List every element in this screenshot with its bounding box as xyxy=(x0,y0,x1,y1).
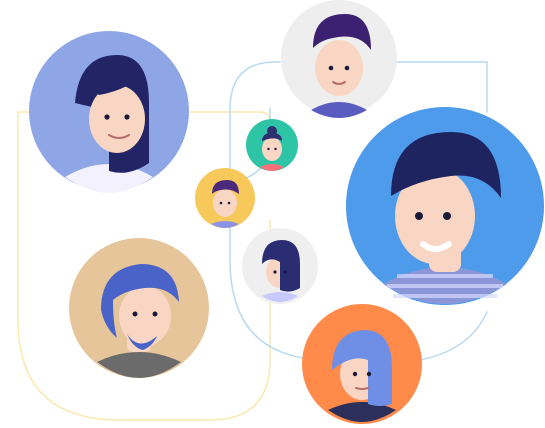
avatar-hair xyxy=(391,132,501,198)
avatar-hair xyxy=(101,264,179,338)
avatar-shirt xyxy=(311,102,367,118)
avatar-mouth xyxy=(355,387,369,390)
avatar-eye-left xyxy=(132,311,138,317)
avatar-smile xyxy=(108,134,130,139)
avatar-man-blue-hair xyxy=(69,238,209,378)
avatar-hair xyxy=(212,180,239,194)
avatar-eye-left xyxy=(352,371,358,377)
avatar-bangs xyxy=(87,74,135,95)
avatar-hair xyxy=(313,14,371,50)
avatar-small-girl xyxy=(242,228,318,304)
avatar-man-purple-hair xyxy=(281,0,397,118)
avatar-face xyxy=(395,168,475,264)
avatar-shirt xyxy=(262,292,298,302)
avatar-eye-left xyxy=(273,270,277,274)
avatar-small-yellow xyxy=(195,168,255,228)
avatar-face xyxy=(262,137,282,161)
avatar-eye-right xyxy=(124,114,130,120)
avatar-eye-right xyxy=(366,371,372,377)
avatar-beard xyxy=(127,334,157,350)
avatar-woman-orange-bg xyxy=(302,304,422,424)
avatar-hair xyxy=(262,133,282,141)
avatar-eye-right xyxy=(274,147,277,151)
avatar-woman-dark-hair xyxy=(29,31,189,193)
avatar-eye-left xyxy=(267,147,270,151)
avatar-shirt xyxy=(260,164,284,171)
avatar-eye-left xyxy=(415,212,423,220)
avatar-eye-right xyxy=(344,65,350,71)
avatar-face xyxy=(315,40,363,96)
avatar-face xyxy=(213,189,237,217)
avatar-shirt xyxy=(211,221,239,228)
avatar-eye-right xyxy=(443,212,451,220)
avatar-smile xyxy=(420,241,452,252)
avatar-eye-right xyxy=(227,201,231,205)
connector-blue-main xyxy=(229,61,488,361)
connector-yellow-left xyxy=(17,111,271,421)
avatar-eye-right xyxy=(283,270,287,274)
avatar-shirt xyxy=(97,352,181,378)
avatar-shirt-stripes xyxy=(387,274,503,298)
avatar-shirt xyxy=(328,402,396,422)
avatar-eye-left xyxy=(104,114,110,120)
avatar-hair xyxy=(332,330,392,406)
avatar-small-bun xyxy=(246,119,298,171)
avatar-face xyxy=(119,286,171,346)
avatar-hair xyxy=(262,240,300,292)
avatar-man-large-blue xyxy=(346,107,544,305)
avatar-eye-right xyxy=(152,311,158,317)
avatar-smile xyxy=(332,81,346,85)
avatar-eye-left xyxy=(328,65,334,71)
avatar-eye-left xyxy=(219,201,223,205)
avatar-face xyxy=(89,85,145,153)
